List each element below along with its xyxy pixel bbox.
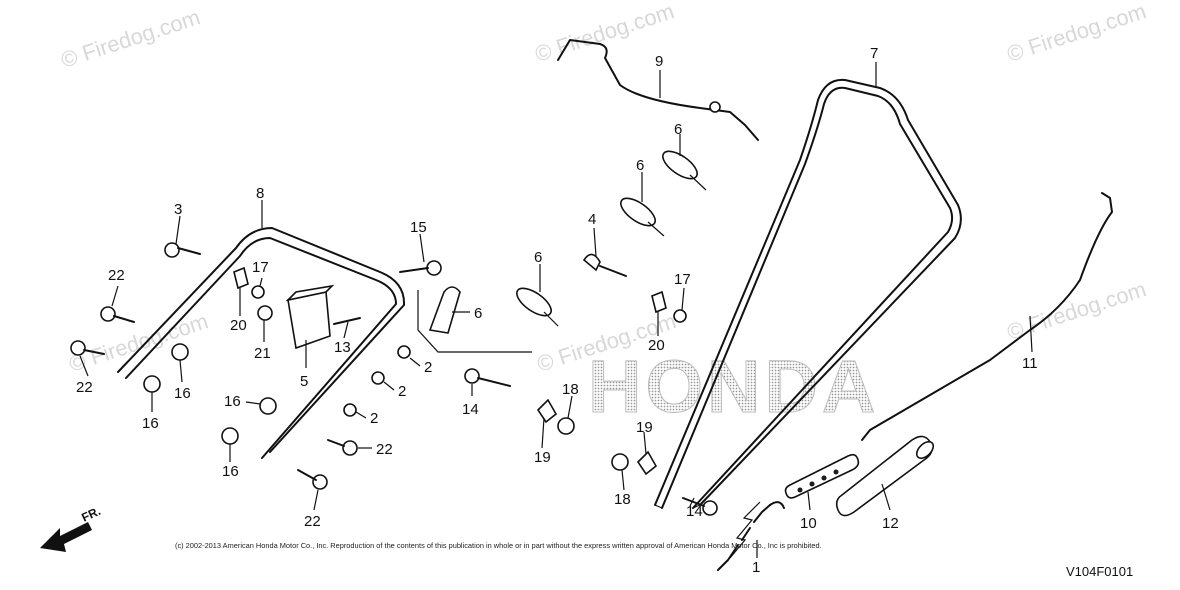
callout-22: 22 <box>108 267 125 284</box>
part-adjuster-plate <box>784 453 860 499</box>
part-cable-clamp <box>662 150 707 191</box>
part-cable-clamp <box>428 286 461 334</box>
callout-13: 13 <box>334 339 351 356</box>
fasteners <box>70 242 718 516</box>
callout-16: 16 <box>222 463 239 480</box>
callout-18: 18 <box>614 491 631 508</box>
part-cable-clamp <box>516 287 559 327</box>
part-control-cable <box>861 192 1113 441</box>
callout-11: 11 <box>1022 355 1038 372</box>
callout-8: 8 <box>256 185 264 202</box>
watermark: © Firedog.com <box>66 308 211 376</box>
callout-3: 3 <box>174 201 182 218</box>
callout-14: 14 <box>462 401 479 418</box>
callout-12: 12 <box>882 515 899 532</box>
callout-17: 17 <box>674 271 691 288</box>
brand-logo-text: HONDA <box>588 345 879 428</box>
callout-4: 4 <box>588 211 596 228</box>
figure-code: V104F0101 <box>1066 564 1133 579</box>
callout-2: 2 <box>398 383 406 400</box>
callout-7: 7 <box>870 45 878 62</box>
callout-17: 17 <box>252 259 269 276</box>
part-cable-clamp <box>620 197 665 237</box>
part-bracket <box>285 284 335 350</box>
callout-6: 6 <box>534 249 542 266</box>
callout-10: 10 <box>800 515 817 532</box>
callout-19: 19 <box>636 419 653 436</box>
part-lower-handle <box>117 227 406 459</box>
callout-14: 14 <box>686 503 703 520</box>
leader-lines <box>79 62 1033 558</box>
callout-16: 16 <box>174 385 191 402</box>
part-control-rod <box>557 39 759 141</box>
part-upper-handle <box>654 78 962 509</box>
callout-22: 22 <box>376 441 393 458</box>
callout-9: 9 <box>655 53 663 70</box>
watermark: © Firedog.com <box>1004 0 1149 67</box>
callout-20: 20 <box>648 337 665 354</box>
callout-20: 20 <box>230 317 247 334</box>
callout-18: 18 <box>562 381 579 398</box>
callout-6: 6 <box>474 305 482 322</box>
callout-16: 16 <box>142 415 159 432</box>
front-direction-marker: FR. <box>40 504 103 552</box>
callout-22: 22 <box>304 513 321 530</box>
callout-6: 6 <box>674 121 682 138</box>
callout-19: 19 <box>534 449 551 466</box>
callout-21: 21 <box>254 345 271 362</box>
callout-1: 1 <box>752 559 760 576</box>
callout-15: 15 <box>410 219 427 236</box>
watermark: © Firedog.com <box>58 4 203 72</box>
callout-2: 2 <box>370 410 378 427</box>
callout-6: 6 <box>636 157 644 174</box>
copyright-notice: (c) 2002-2013 American Honda Motor Co., … <box>175 541 822 550</box>
callout-5: 5 <box>300 373 308 390</box>
front-label: FR. <box>79 504 102 525</box>
callout-22: 22 <box>76 379 93 396</box>
part-spring <box>717 501 785 571</box>
part-grip <box>835 435 935 517</box>
callout-16: 16 <box>224 393 241 410</box>
callout-2: 2 <box>424 359 432 376</box>
